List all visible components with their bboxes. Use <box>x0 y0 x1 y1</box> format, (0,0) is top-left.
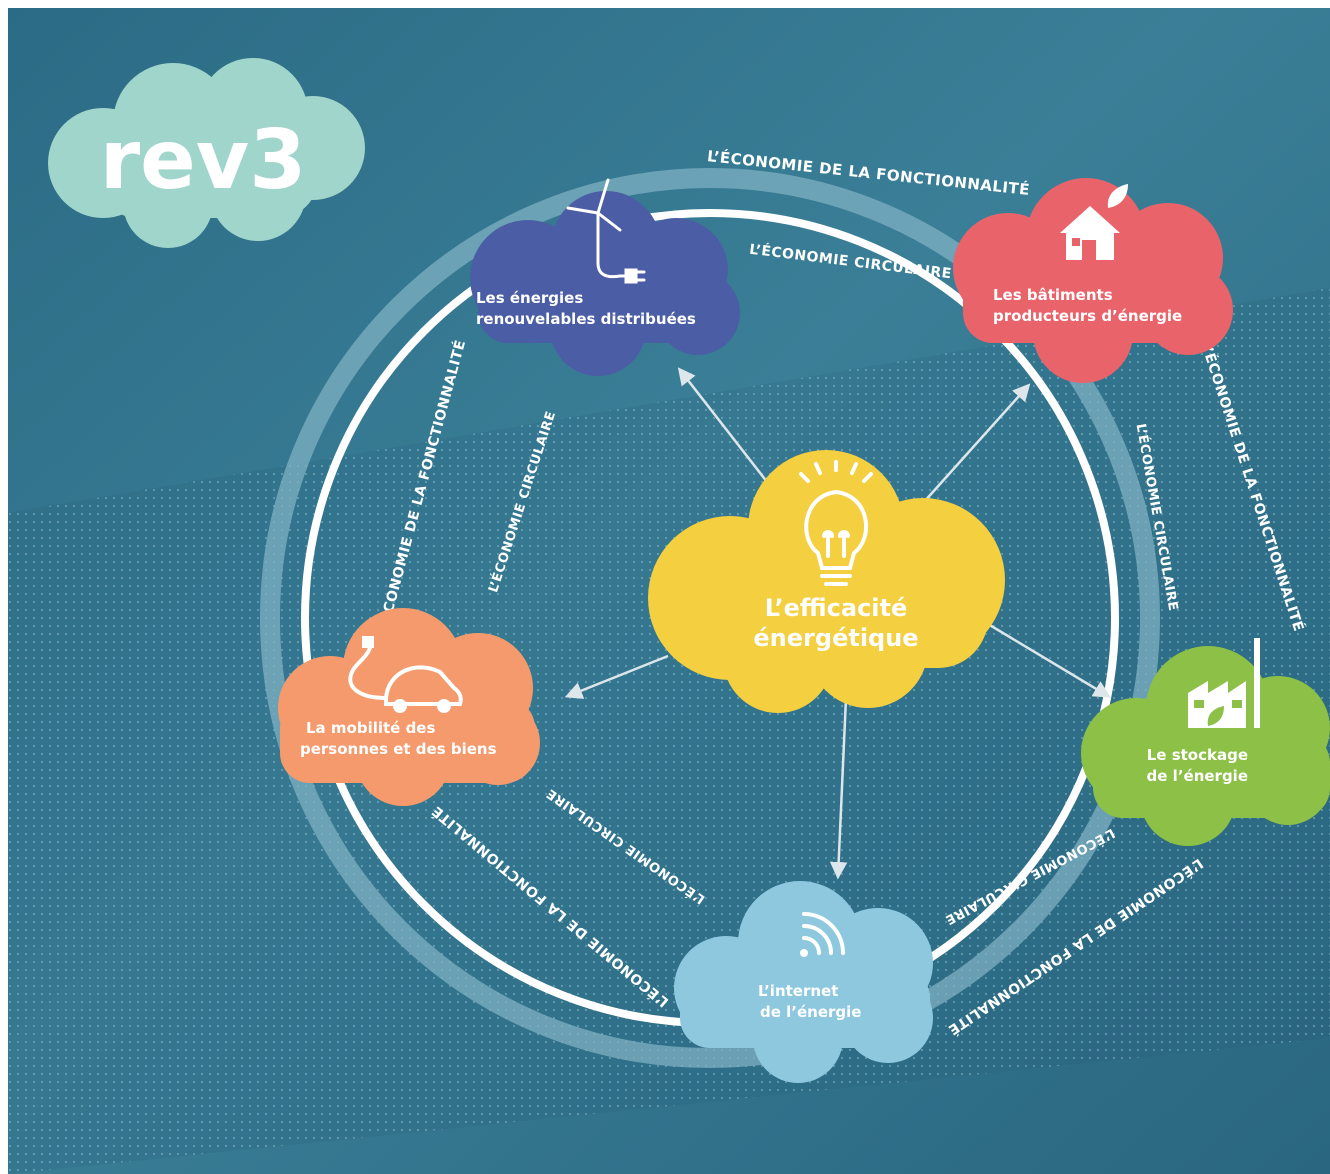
wireless-signal-icon <box>800 912 845 957</box>
rev3-diagram: rev3 L’ÉCONOMIE DE LA FONCTIONNALITÉ L’É… <box>8 8 1330 1174</box>
logo-text: rev3 <box>100 113 307 208</box>
arrow-to-renouvelables <box>677 367 779 497</box>
logo: rev3 <box>48 58 365 248</box>
arrow-to-internet <box>829 697 848 880</box>
node-internet: L’internet de l’énergie <box>674 881 933 1083</box>
node-stockage-line1: Le stockage <box>1147 746 1248 764</box>
arrow-to-stockage <box>977 616 1112 698</box>
node-batiments-line2: producteurs d’énergie <box>993 307 1182 325</box>
node-batiments-line1: Les bâtiments <box>993 286 1113 304</box>
center-label-line2: énergétique <box>753 624 918 652</box>
node-renouvelables: Les énergies renouvelables distribuées <box>470 178 740 376</box>
arrow-to-batiments <box>922 383 1031 504</box>
wind-turbine-plug-icon <box>566 178 646 284</box>
electric-car-icon <box>348 636 463 713</box>
node-mobilite-line2: personnes et des biens <box>300 740 497 758</box>
node-renouvelables-line1: Les énergies <box>476 289 583 307</box>
arrow-to-mobilite <box>564 654 669 699</box>
node-internet-line1: L’internet <box>758 982 838 1000</box>
node-stockage: Le stockage de l’énergie <box>1081 638 1330 846</box>
lightbulb-icon <box>799 460 873 586</box>
house-leaf-icon <box>1060 184 1128 260</box>
node-batiments: Les bâtiments producteurs d’énergie <box>953 178 1233 383</box>
center-node: L’efficacité énergétique <box>648 450 1005 713</box>
diagram-canvas: rev3 L’ÉCONOMIE DE LA FONCTIONNALITÉ L’É… <box>8 8 1330 1174</box>
center-cloud <box>648 450 1005 713</box>
outer-ring <box>260 168 1160 1068</box>
arrows <box>564 367 1112 880</box>
node-renouvelables-line2: renouvelables distribuées <box>476 310 696 328</box>
factory-leaf-icon <box>1188 638 1260 728</box>
node-mobilite: La mobilité des personnes et des biens <box>278 608 540 806</box>
node-stockage-line2: de l’énergie <box>1147 767 1248 785</box>
node-mobilite-line1: La mobilité des <box>306 719 435 737</box>
center-label-line1: L’efficacité <box>765 594 908 622</box>
node-internet-line2: de l’énergie <box>760 1003 861 1021</box>
